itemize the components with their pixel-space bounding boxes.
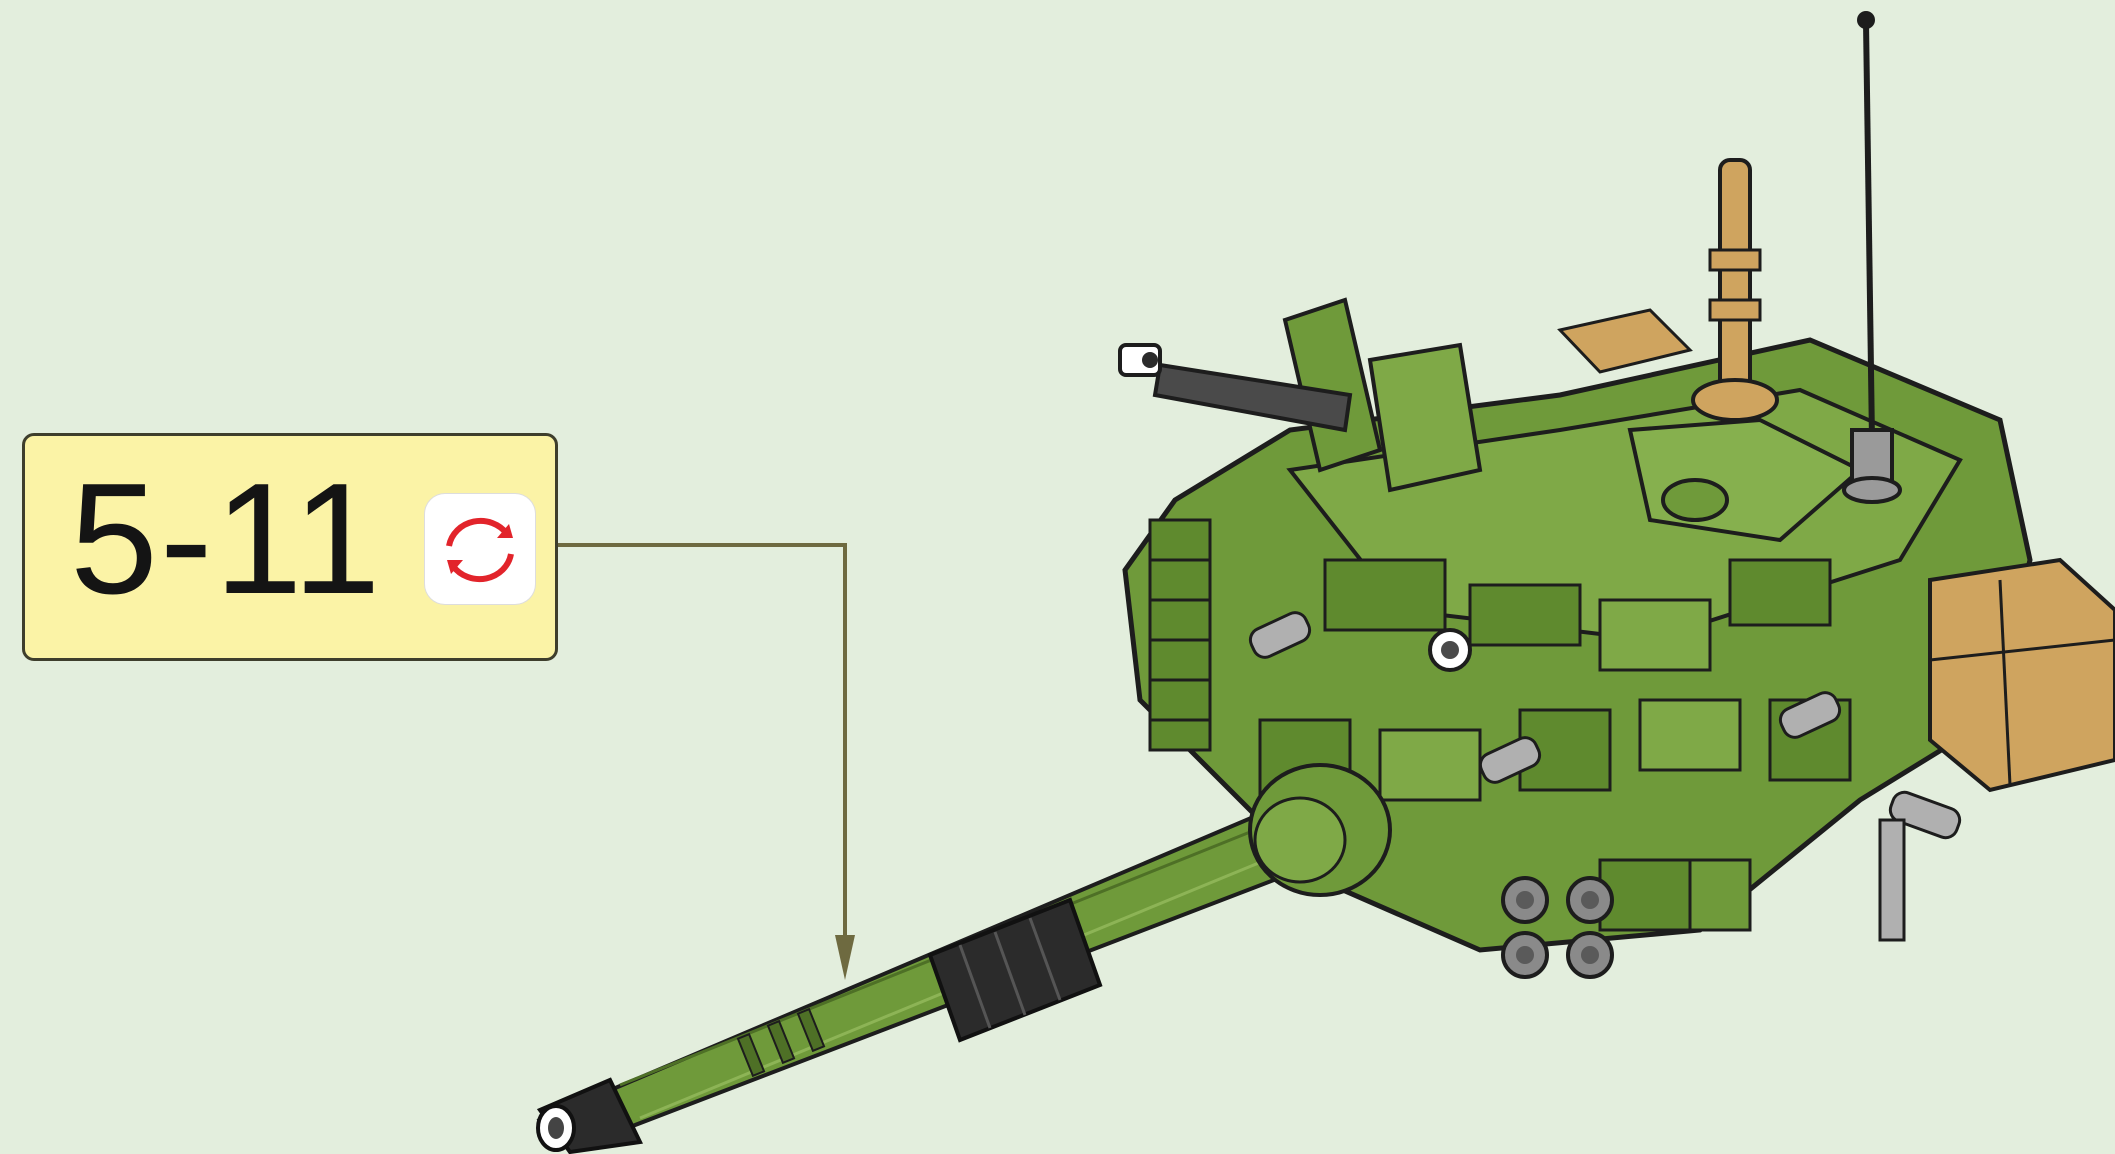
radio-antenna [1844, 11, 1900, 502]
gun-mantlet [1250, 765, 1390, 895]
callout-leader-arrow [558, 545, 855, 980]
main-gun-barrel [538, 810, 1300, 1152]
